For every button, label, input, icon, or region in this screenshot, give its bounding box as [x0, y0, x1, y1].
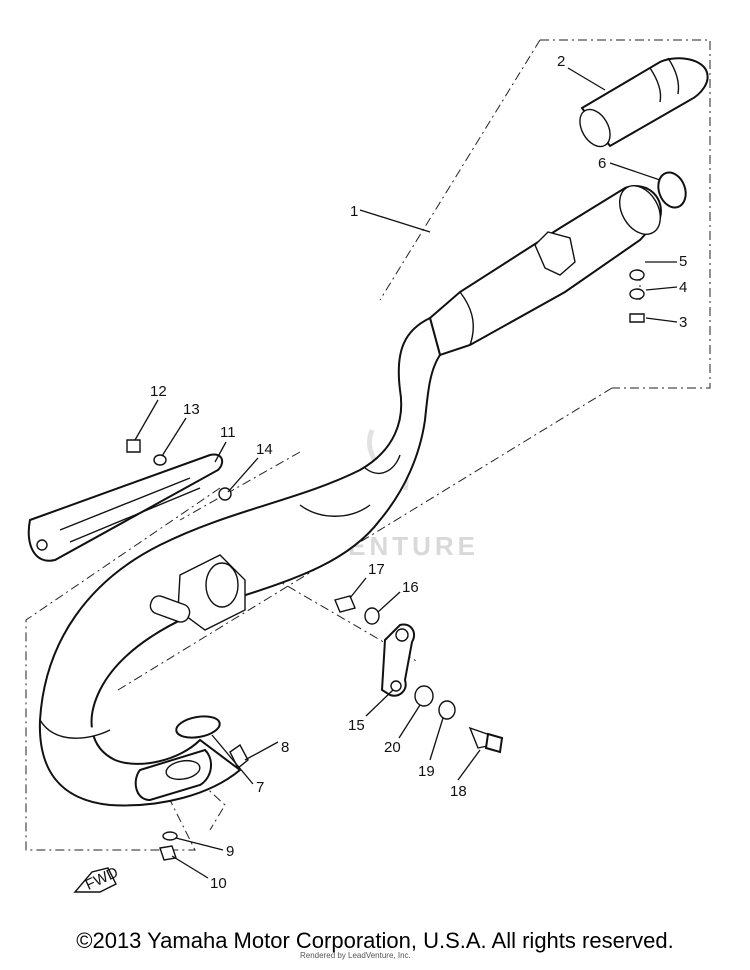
mount-bracket	[334, 595, 504, 754]
small-hardware-right	[629, 269, 645, 323]
render-credit: Rendered by LeadVenture, Inc.	[300, 951, 411, 960]
exhaust-pipe	[38, 185, 662, 807]
label-part-10: 10	[210, 875, 227, 892]
label-part-6: 6	[598, 155, 606, 172]
label-part-11: 11	[220, 424, 236, 441]
tail-pipe	[579, 57, 709, 148]
exhaust-parts-diagram: LEADVENTURE	[25, 39, 711, 894]
label-part-15: 15	[348, 717, 365, 734]
label-part-14: 14	[256, 441, 273, 458]
label-part-5: 5	[679, 253, 687, 270]
label-part-18: 18	[450, 783, 467, 800]
label-part-19: 19	[418, 763, 435, 780]
copyright-footer: ©2013 Yamaha Motor Corporation, U.S.A. A…	[76, 928, 674, 953]
leader-lines	[134, 67, 678, 879]
label-part-16: 16	[402, 579, 419, 596]
label-part-17: 17	[368, 561, 385, 578]
fwd-arrow-icon: FWD	[73, 864, 121, 894]
gasket-ring	[657, 171, 687, 209]
label-part-3: 3	[679, 314, 687, 331]
heat-guard	[27, 453, 224, 562]
label-part-12: 12	[150, 383, 167, 400]
label-part-1: 1	[350, 203, 358, 220]
label-part-7: 7	[256, 779, 264, 796]
label-part-8: 8	[281, 739, 289, 756]
label-part-9: 9	[226, 843, 234, 860]
guard-hardware	[126, 439, 232, 501]
label-part-2: 2	[557, 53, 565, 70]
label-part-4: 4	[679, 279, 687, 296]
part-labels: 1 2 3 4 5 6 7 8 9 10 11 12 13 14 15 16 1…	[150, 53, 687, 892]
label-part-20: 20	[384, 739, 401, 756]
group-outlines	[25, 39, 711, 851]
flange-hardware	[134, 715, 249, 861]
label-part-13: 13	[183, 401, 200, 418]
